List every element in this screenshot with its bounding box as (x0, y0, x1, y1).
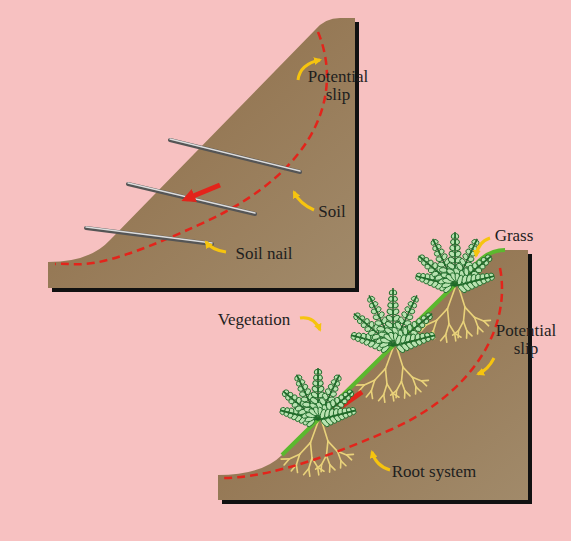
nail-label: Soil nail (235, 245, 292, 263)
soil-nails (86, 139, 300, 244)
vegetation (279, 232, 495, 428)
slip-arrow (186, 185, 220, 199)
grass (282, 250, 505, 455)
soil-label: Soil (318, 203, 345, 221)
leader-arrows (206, 60, 320, 252)
slip-label: Potential slip (301, 68, 375, 104)
vegetation-label: Vegetation (218, 311, 291, 329)
slip-curve (222, 268, 502, 478)
slip-curve (55, 32, 327, 264)
soil-block (218, 250, 528, 500)
root-label: Root system (392, 463, 477, 481)
soil-block (48, 18, 355, 288)
grass-label: Grass (495, 227, 534, 245)
root-system (281, 288, 490, 476)
slip-label: Potential slip (489, 322, 563, 358)
leader-arrows (300, 238, 494, 470)
